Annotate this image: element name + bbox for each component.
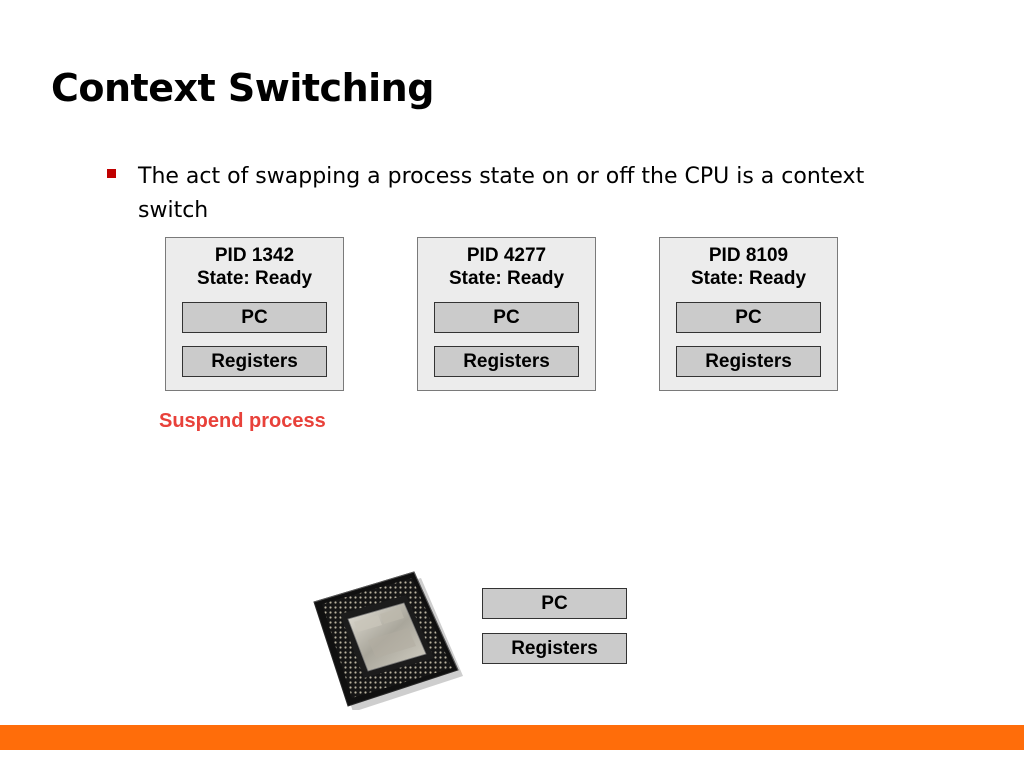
slide-title: Context Switching (51, 66, 434, 110)
process-header: PID 8109 State: Ready (660, 244, 837, 290)
registers-box: Registers (434, 346, 579, 377)
cpu-chip-icon (313, 571, 463, 710)
process-block-3: PID 8109 State: Ready PC Registers (659, 237, 838, 391)
process-id: PID 1342 (214, 245, 295, 266)
process-state: State: Ready (448, 268, 565, 289)
bullet-text: The act of swapping a process state on o… (138, 164, 865, 223)
process-state: State: Ready (196, 268, 313, 289)
process-state: State: Ready (690, 268, 807, 289)
process-block-2: PID 4277 State: Ready PC Registers (417, 237, 596, 391)
footer-accent-bar (0, 725, 1024, 750)
suspend-process-label: Suspend process (159, 410, 326, 432)
process-block-1: PID 1342 State: Ready PC Registers (165, 237, 344, 391)
bullet-square-icon (107, 169, 116, 178)
pc-register: PC (676, 302, 821, 333)
process-header: PID 1342 State: Ready (166, 244, 343, 290)
pc-register: PC (434, 302, 579, 333)
process-id: PID 4277 (466, 245, 547, 266)
pc-register: PC (182, 302, 327, 333)
process-id: PID 8109 (708, 245, 789, 266)
registers-box: Registers (676, 346, 821, 377)
cpu-registers-box: Registers (482, 633, 627, 664)
cpu-pc-register: PC (482, 588, 627, 619)
process-header: PID 4277 State: Ready (418, 244, 595, 290)
registers-box: Registers (182, 346, 327, 377)
bullet-point: The act of swapping a process state on o… (107, 160, 907, 228)
